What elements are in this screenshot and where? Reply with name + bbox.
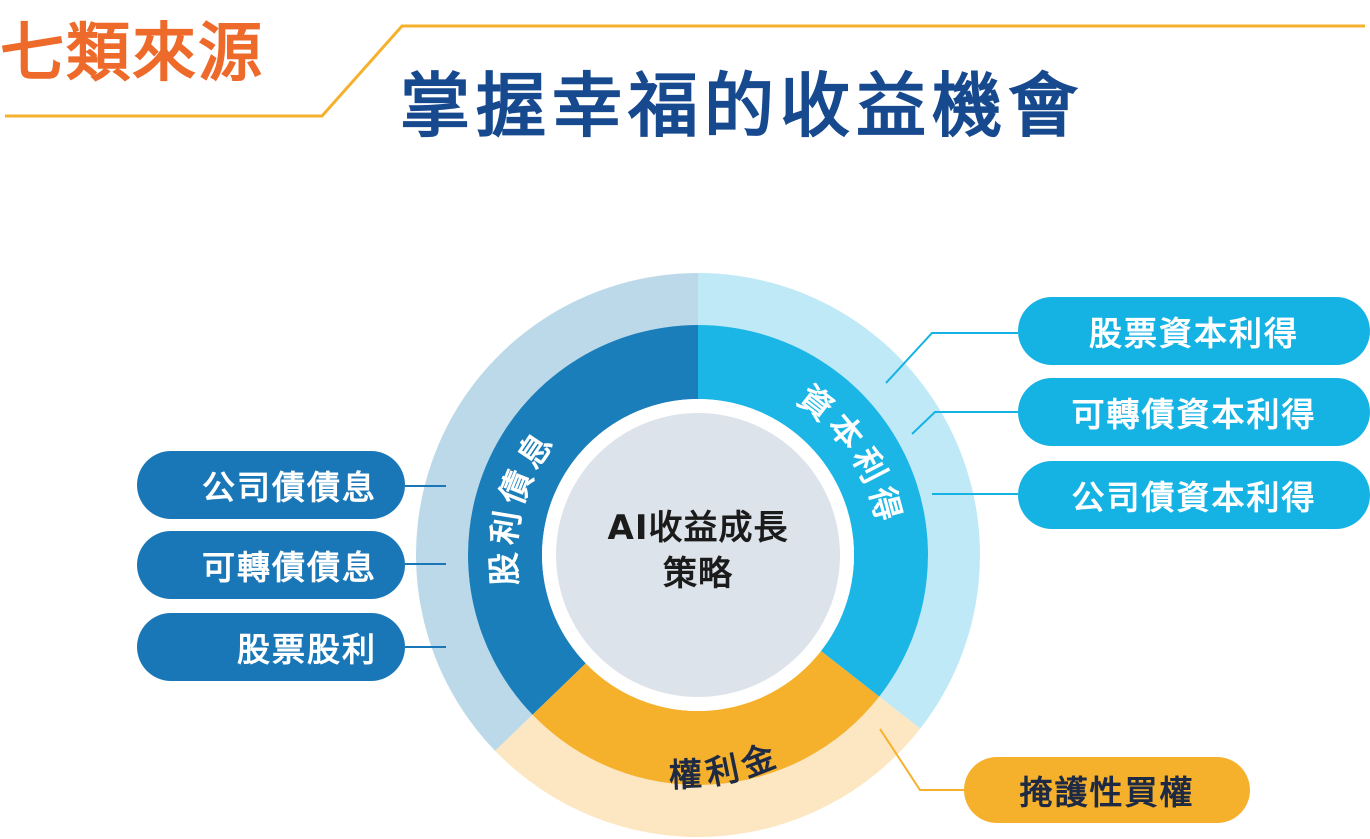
pill-corporate-bond-capital-gain: 公司債資本利得 bbox=[1018, 461, 1370, 529]
connector-right-1 bbox=[885, 332, 1018, 384]
pill-convertible-capital-gain: 可轉債資本利得 bbox=[1018, 378, 1370, 446]
pill-stock-capital-gain: 股票資本利得 bbox=[1018, 297, 1370, 365]
pill-convertible-bond-interest: 可轉債債息 bbox=[137, 531, 405, 599]
header-rule-line bbox=[5, 24, 1365, 118]
center-label-line-1: AI收益成長 bbox=[607, 508, 789, 548]
connector-bottom bbox=[879, 728, 964, 791]
category-heading: 七類來源 bbox=[0, 17, 264, 91]
pill-stock-dividend: 股票股利 bbox=[137, 613, 405, 681]
center-disc bbox=[556, 413, 840, 697]
pill-corporate-bond-interest: 公司債債息 bbox=[137, 451, 405, 519]
inner-ring-capital bbox=[698, 325, 928, 697]
outer-ring-capital bbox=[698, 273, 980, 729]
center-label: AI收益成長 策略 bbox=[556, 505, 840, 597]
outer-ring-royalty bbox=[495, 696, 921, 838]
inner-ring-dividend bbox=[467, 325, 698, 715]
outer-ring-dividend bbox=[415, 273, 698, 751]
center-label-line-2: 策略 bbox=[663, 554, 733, 594]
page-title: 掌握幸福的收益機會 bbox=[400, 65, 1084, 147]
pill-covered-call: 掩護性買權 bbox=[964, 757, 1250, 823]
connector-right-2 bbox=[911, 411, 1018, 435]
inner-ring-royalty bbox=[532, 651, 880, 785]
